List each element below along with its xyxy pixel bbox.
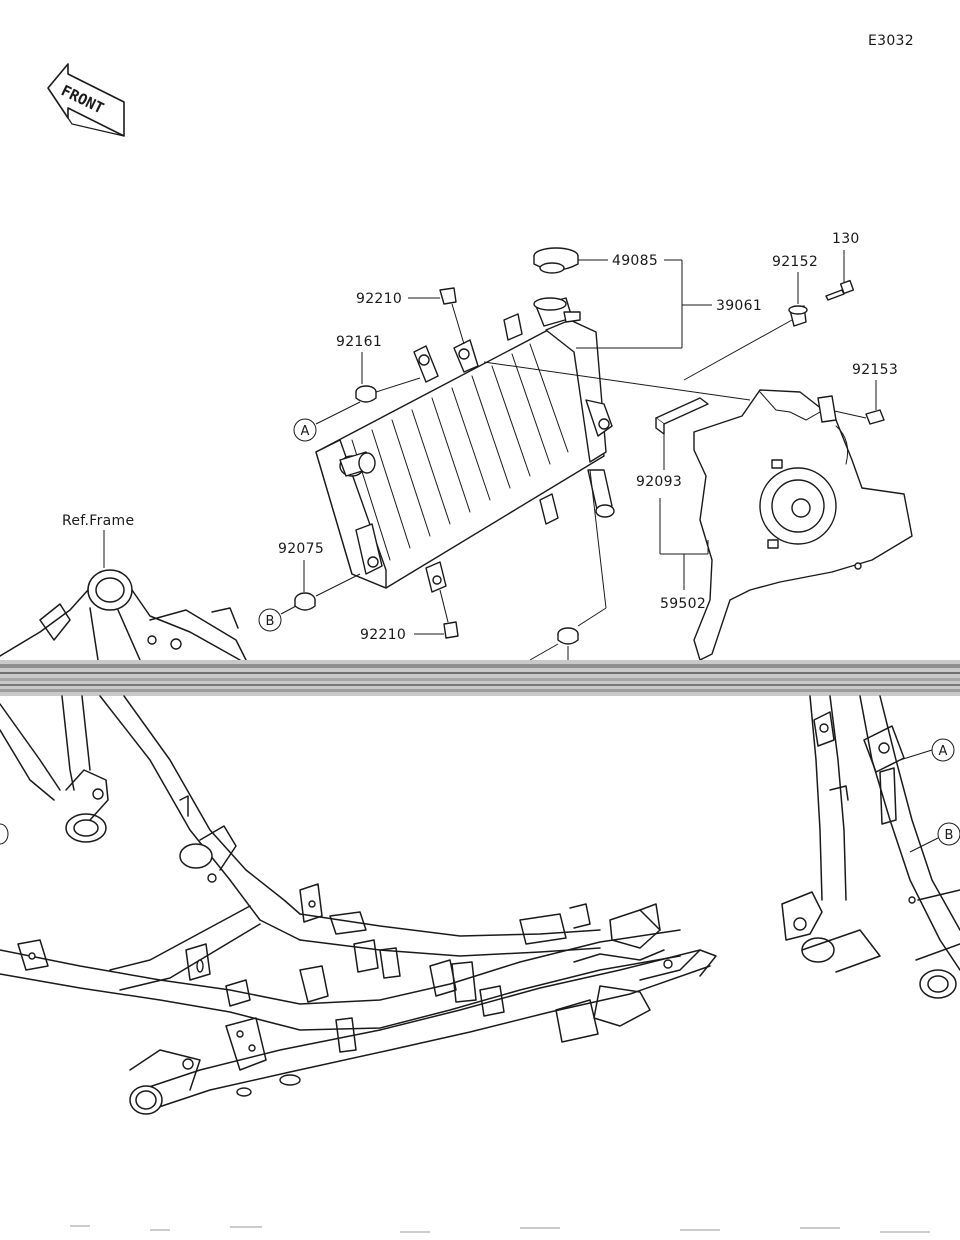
callout-b-left[interactable]: B <box>258 605 297 632</box>
bolt-92153[interactable] <box>829 380 885 425</box>
callout-a-right[interactable]: A <box>899 738 955 762</box>
bottom-noise <box>70 1225 930 1233</box>
part-label-grommet-upper[interactable]: 92161 <box>336 334 382 350</box>
svg-text:A: A <box>301 424 310 439</box>
callout-b-right[interactable]: B <box>909 822 960 853</box>
clip-bottom-92210[interactable] <box>414 589 459 639</box>
part-label-clip-top[interactable]: 92210 <box>356 291 402 307</box>
grommet-92075[interactable] <box>294 560 361 611</box>
svg-text:B: B <box>266 614 275 629</box>
part-label-clip-bottom[interactable]: 92210 <box>360 627 406 643</box>
part-label-radiator[interactable]: 39061 <box>716 298 762 314</box>
seal-92093[interactable] <box>655 397 709 470</box>
diagram-code: E3032 <box>868 33 914 49</box>
front-arrow-icon: FRONT <box>47 63 125 137</box>
part-label-seal[interactable]: 92093 <box>636 474 682 490</box>
grommet-lower-right[interactable] <box>529 469 607 662</box>
frame-lower <box>0 695 717 1115</box>
radiator[interactable] <box>315 297 615 593</box>
callout-a-left[interactable]: A <box>293 401 361 442</box>
part-label-grommet-lower[interactable]: 92075 <box>278 541 324 557</box>
leader-radiator-shroud <box>483 361 751 401</box>
leader-cap-radiator <box>576 259 712 349</box>
svg-text:A: A <box>939 744 948 759</box>
svg-text:B: B <box>945 828 954 843</box>
frame-upper <box>0 569 247 661</box>
part-label-shroud[interactable]: 59502 <box>660 596 706 612</box>
fan-shroud[interactable] <box>693 389 913 661</box>
clip-top-92210[interactable] <box>408 287 465 345</box>
bolt-130[interactable] <box>825 250 855 301</box>
frame-right <box>781 695 960 999</box>
part-label-cap[interactable]: 49085 <box>612 253 658 269</box>
section-break-band <box>0 660 960 696</box>
ref-frame-label[interactable]: Ref.Frame <box>62 513 134 529</box>
part-label-bolt-92153[interactable]: 92153 <box>852 362 898 378</box>
grommet-92161[interactable] <box>355 352 421 403</box>
callout-partial-left <box>0 823 9 845</box>
radiator-cap[interactable] <box>533 247 579 274</box>
part-label-bolt-130[interactable]: 130 <box>832 231 860 247</box>
part-label-collar[interactable]: 92152 <box>772 254 818 270</box>
leader-seal-shroud <box>659 498 709 590</box>
collar-92152[interactable] <box>683 272 808 381</box>
